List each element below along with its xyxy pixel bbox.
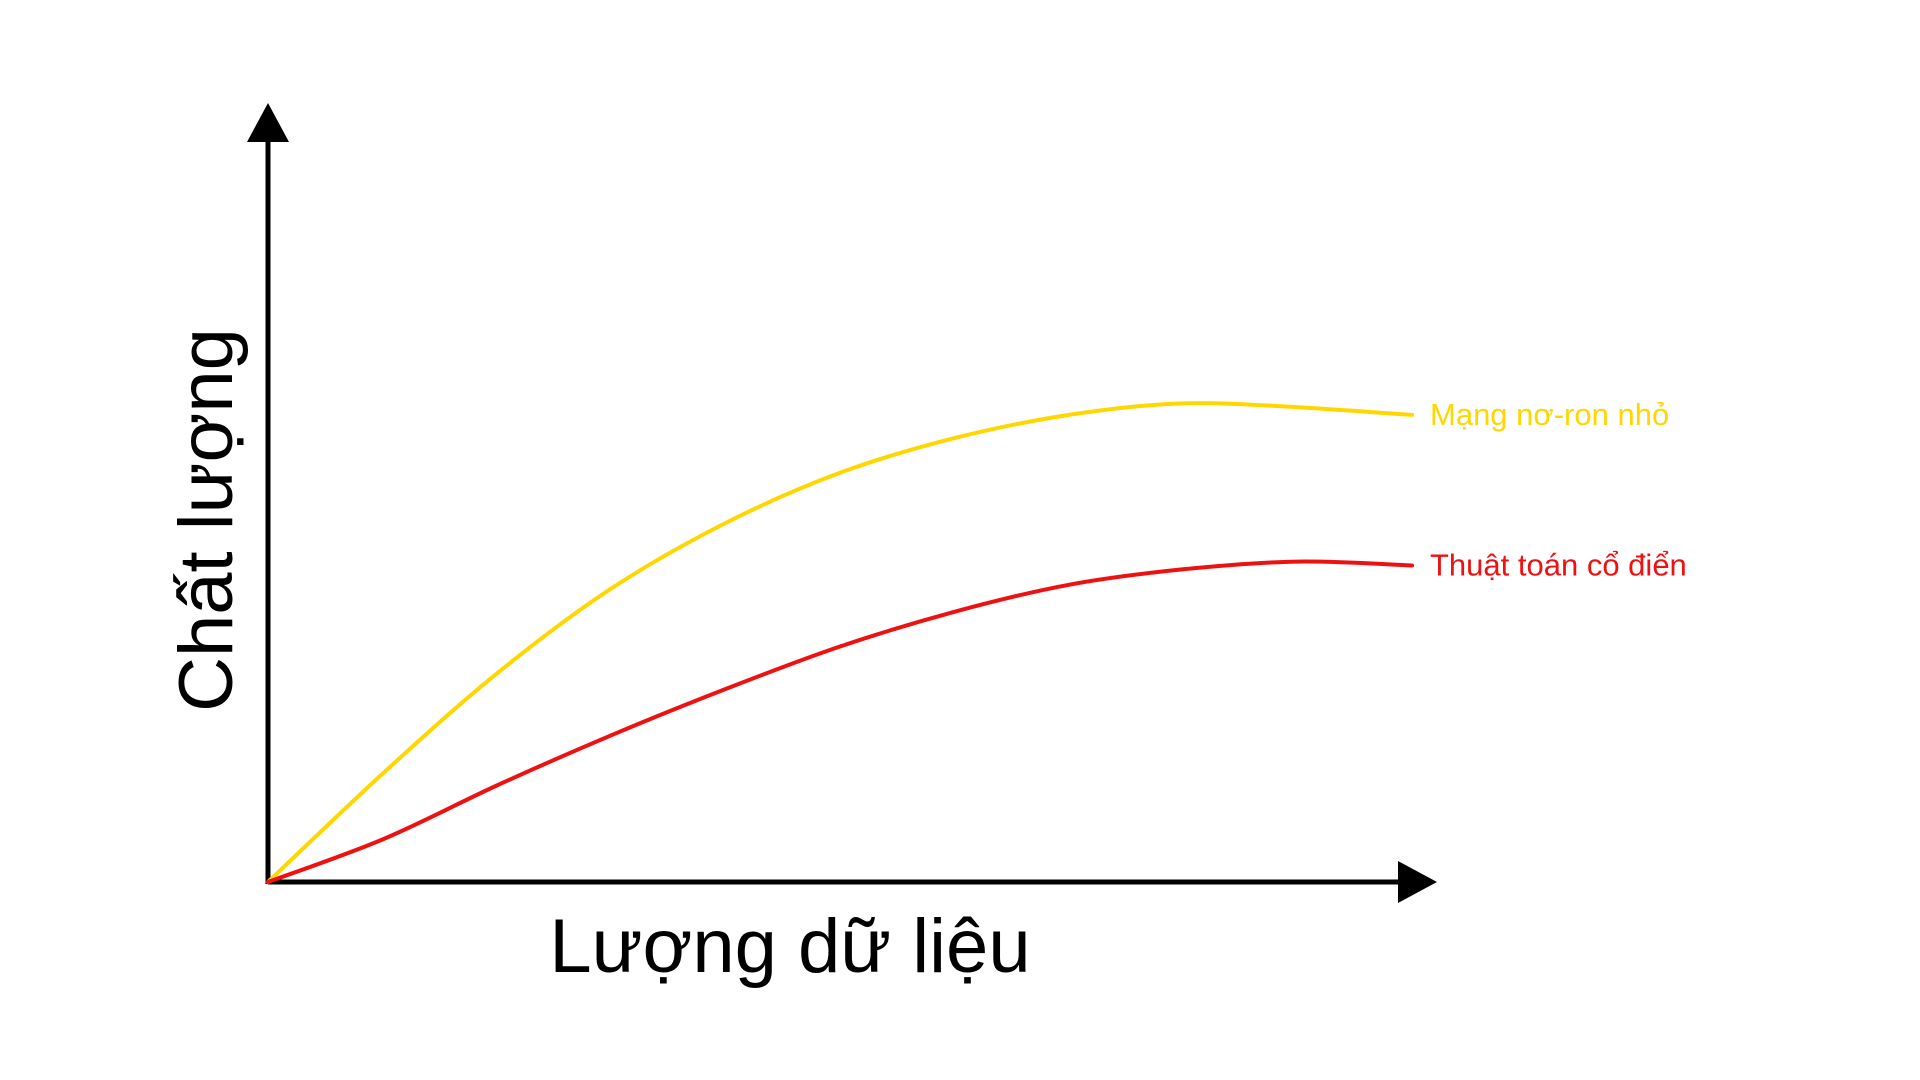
series-label-0: Mạng nơ-ron nhỏ [1430, 397, 1669, 432]
series-lines [266, 401, 1414, 884]
x-axis-label: Lượng dữ liệu [549, 904, 1030, 989]
y-axis-arrow [247, 103, 289, 142]
series-label-1: Thuật toán cổ điển [1430, 548, 1687, 583]
x-axis-arrow [1398, 861, 1437, 903]
axes [247, 103, 1437, 903]
series-line-0 [266, 401, 1414, 884]
series-line-1 [266, 559, 1414, 884]
y-axis-label: Chất lượng [164, 328, 249, 712]
